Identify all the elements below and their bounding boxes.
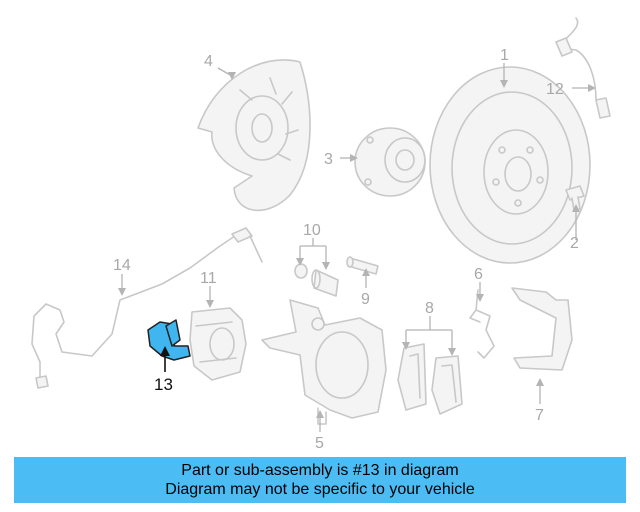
brake-hose[interactable] [555,17,611,119]
callout-6: 6 [474,266,483,283]
callout-2: 2 [570,235,579,252]
callout-14: 14 [113,257,131,274]
banner-line-1: Part or sub-assembly is #13 in diagram [181,462,459,479]
wheel-hub[interactable] [354,127,426,197]
brake-caliper[interactable] [261,299,387,425]
caliper-carrier[interactable] [511,287,573,371]
callout-3: 3 [324,151,333,168]
brake-pads[interactable] [397,343,463,415]
splash-shield[interactable] [197,59,311,212]
callout-5: 5 [315,435,324,452]
callout-4: 4 [204,53,213,70]
spring-clip[interactable] [469,289,495,359]
wiring-harness[interactable] [31,227,263,389]
parking-brake-motor[interactable] [189,307,247,381]
banner-line-2: Diagram may not be specific to your vehi… [165,481,475,498]
callout-10: 10 [303,222,321,239]
leader-lines [118,63,596,432]
guide-pin[interactable] [346,256,379,275]
bushing-set[interactable] [294,263,339,297]
info-banner: Part or sub-assembly is #13 in diagram D… [14,457,626,503]
callout-9: 9 [361,291,370,308]
wheel-speed-sensor[interactable] [147,319,191,361]
callout-7: 7 [535,407,544,424]
callout-1: 1 [500,47,509,64]
brake-rotor[interactable] [429,66,591,264]
callout-11: 11 [200,270,217,287]
callout-12: 12 [546,81,564,98]
callout-8: 8 [425,300,434,317]
callout-13: 13 [154,375,173,394]
